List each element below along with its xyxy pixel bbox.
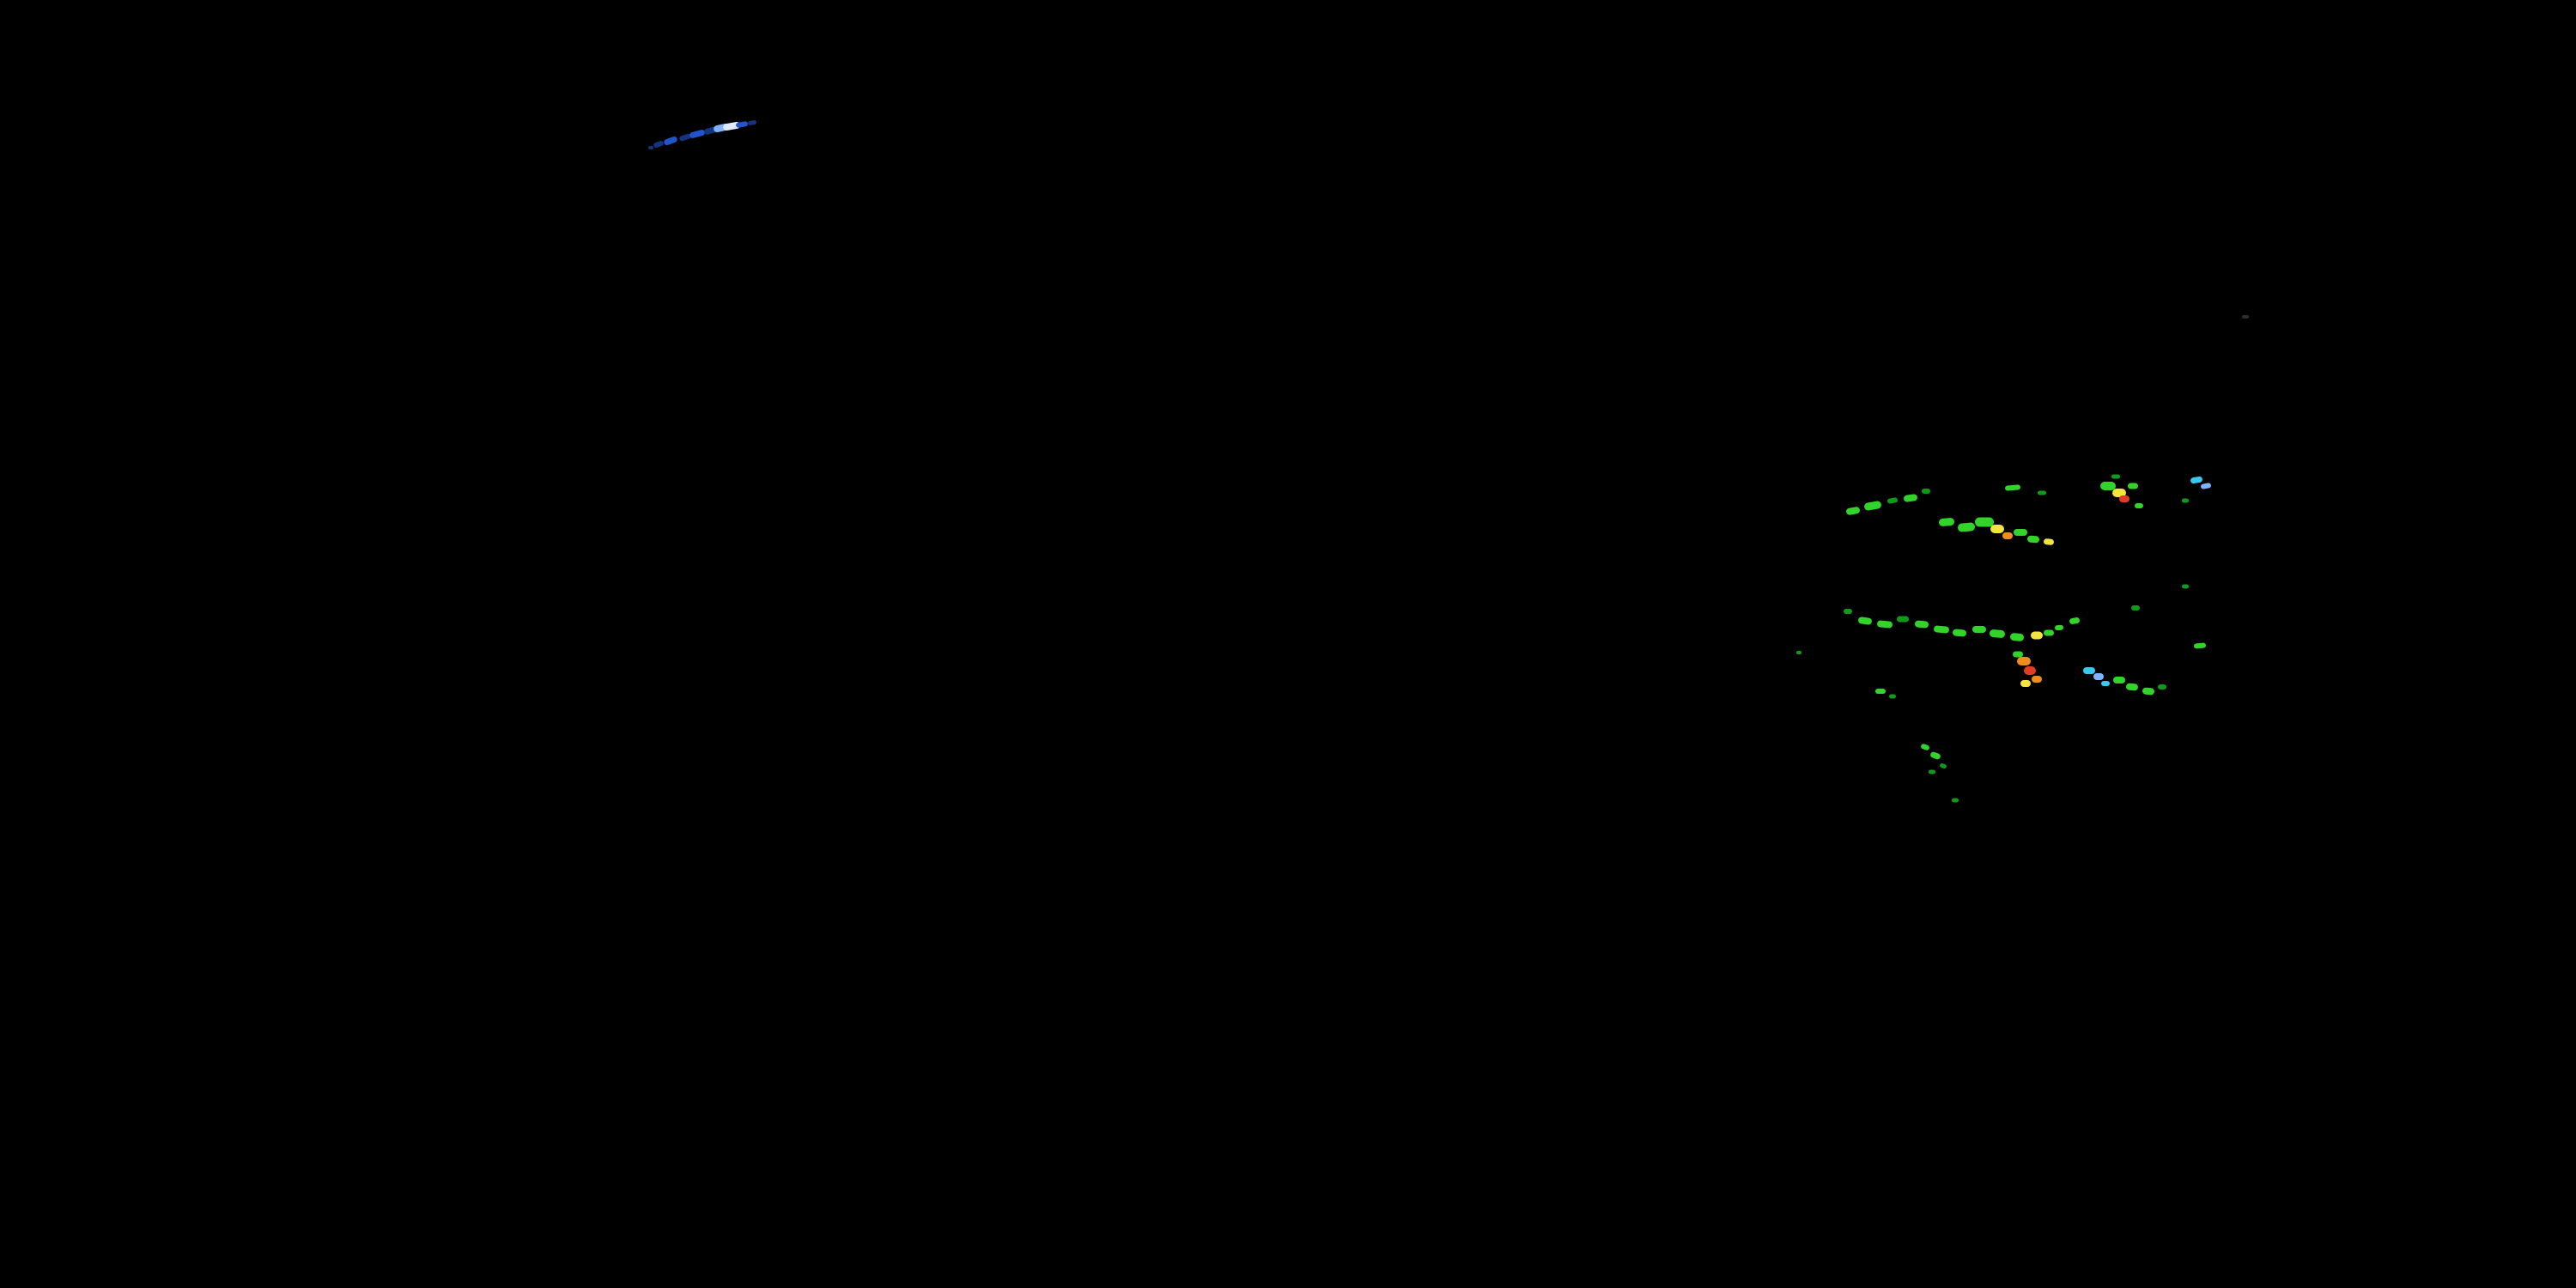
radar-echo <box>2113 677 2125 683</box>
radar-echo <box>2055 624 2063 631</box>
radar-echo <box>723 121 740 131</box>
radar-echo <box>679 133 691 142</box>
radar-echo <box>1844 609 1852 614</box>
radar-echo <box>2182 584 2189 589</box>
radar-echo <box>690 130 705 138</box>
radar-echo <box>1939 518 1954 526</box>
radar-echo <box>1975 517 1994 527</box>
radar-echo <box>1958 522 1975 532</box>
radar-echo <box>653 140 664 149</box>
radar-echo <box>1953 629 1966 637</box>
radar-echo <box>2112 489 2126 497</box>
radar-echo <box>1858 617 1872 625</box>
radar-echo <box>2038 490 2046 495</box>
radar-echo <box>2002 532 2013 539</box>
radar-echo <box>1990 525 2004 533</box>
radar-echo <box>1915 620 1929 629</box>
radar-echo <box>2031 631 2043 640</box>
radar-echo <box>2027 535 2039 544</box>
radar-echo <box>1889 694 1896 699</box>
radar-echo <box>2135 503 2143 508</box>
radar-echo <box>1952 798 1959 803</box>
radar-echo <box>2194 642 2206 649</box>
radar-echo <box>736 121 748 128</box>
radar-echo <box>2128 483 2138 489</box>
radar-echo <box>2101 681 2110 686</box>
radar-echo <box>2032 676 2042 683</box>
radar-echo <box>1904 494 1917 502</box>
radar-echo <box>2182 498 2189 503</box>
radar-echo <box>2024 666 2036 675</box>
radar-echo <box>1930 751 1941 760</box>
radar-echo <box>1897 616 1909 623</box>
radar-echo <box>648 146 653 149</box>
radar-echo <box>2126 683 2138 691</box>
radar-echo <box>1921 744 1929 750</box>
radar-echo <box>2158 684 2166 690</box>
radar-echo <box>1887 497 1898 504</box>
radar-echo <box>2119 495 2129 502</box>
radar-echo <box>2083 667 2095 674</box>
radar-echo <box>2005 484 2020 491</box>
radar-echo <box>2190 476 2202 484</box>
radar-echo <box>2010 633 2024 641</box>
radar-echo <box>2142 687 2154 696</box>
radar-echo <box>748 120 756 125</box>
radar-echo <box>2020 680 2031 687</box>
radar-echo <box>2242 315 2249 319</box>
radar-echo <box>2017 657 2031 665</box>
radar-echo <box>2014 529 2027 536</box>
radar-echo <box>2044 538 2054 545</box>
radar-echo <box>1875 689 1886 694</box>
radar-echo <box>2013 651 2023 658</box>
radar-echo <box>2044 629 2054 636</box>
radar-echo <box>664 136 677 146</box>
radar-echo <box>1929 769 1935 775</box>
radar-echo <box>1940 762 1947 769</box>
radar-echo <box>1934 625 1949 634</box>
radar-echo <box>2201 483 2211 489</box>
radar-echo <box>1877 620 1893 629</box>
radar-echo <box>1864 501 1881 511</box>
radar-echo <box>2093 673 2104 680</box>
radar-echo <box>2100 482 2116 490</box>
radar-echo <box>1972 626 1986 633</box>
radar-echo <box>1846 507 1860 515</box>
radar-echo <box>1796 651 1801 654</box>
radar-echo <box>2069 617 2080 624</box>
radar-echo <box>2111 474 2120 479</box>
radar-echo <box>1922 489 1930 494</box>
radar-echo <box>2131 605 2140 611</box>
radar-echo <box>1990 629 2005 638</box>
